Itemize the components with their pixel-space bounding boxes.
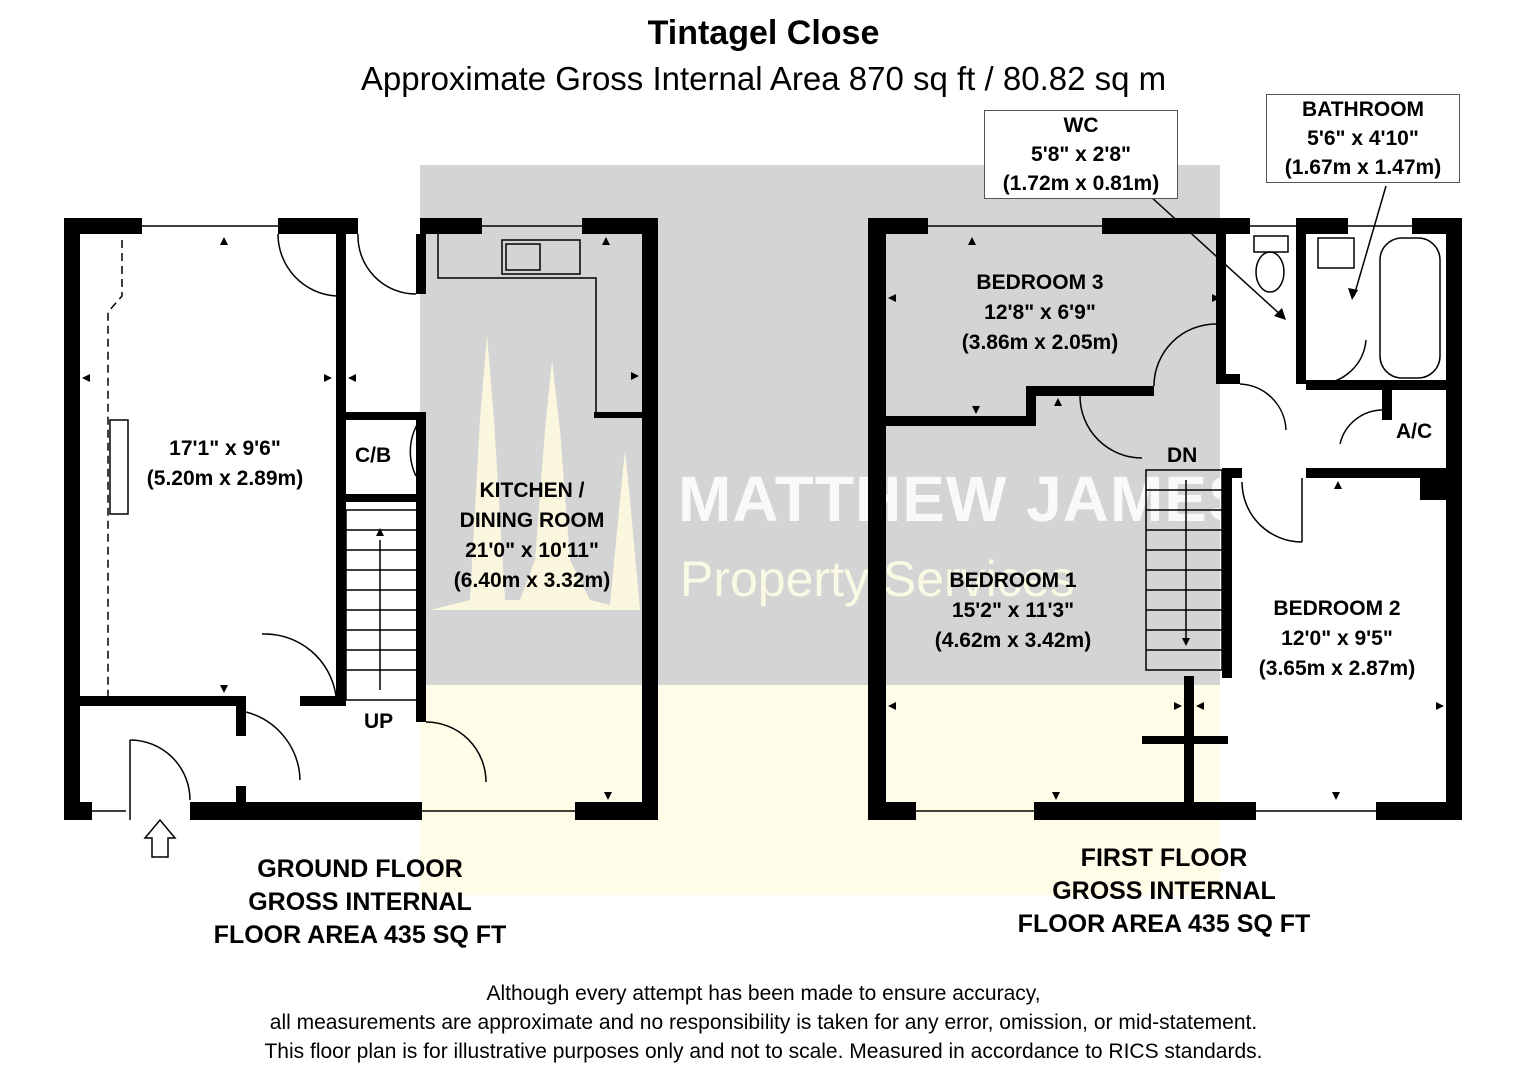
bedroom3-dim-metric: (3.86m x 2.05m)	[961, 331, 1119, 354]
kitchen-name-line1: KITCHEN /	[479, 479, 585, 502]
ground-floor-walls	[64, 218, 658, 820]
ground-floor-label-line1: GROUND FLOOR	[257, 855, 463, 883]
first-floor-label-line3: FLOOR AREA 435 SQ FT	[1017, 910, 1311, 938]
cupboard-label: C/B	[355, 444, 392, 467]
bedroom3-name: BEDROOM 3	[976, 271, 1104, 294]
page-subtitle: Approximate Gross Internal Area 870 sq f…	[360, 60, 1167, 97]
disclaimer-line2: all measurements are approximate and no …	[269, 1011, 1258, 1034]
disclaimer-line3: This floor plan is for illustrative purp…	[264, 1040, 1263, 1063]
wc-dim-metric: (1.72m x 0.81m)	[1002, 172, 1160, 195]
bedroom2-label: BEDROOM 2 12'0" x 9'5" (3.65m x 2.87m)	[1234, 594, 1440, 684]
bathroom-callout: BATHROOM 5'6" x 4'10" (1.67m x 1.47m)	[1266, 94, 1460, 183]
ground-floor-area-label: GROUND FLOOR GROSS INTERNAL FLOOR AREA 4…	[180, 853, 540, 952]
page-title: Tintagel Close	[647, 14, 880, 52]
disclaimer: Although every attempt has been made to …	[0, 979, 1527, 1066]
first-floor-area-label: FIRST FLOOR GROSS INTERNAL FLOOR AREA 43…	[984, 842, 1344, 941]
stairs-up-label: UP	[364, 710, 394, 733]
watermark-line1: MATTHEW JAMES	[678, 463, 1252, 535]
bedroom1-label: BEDROOM 1 15'2" x 11'3" (4.62m x 3.42m)	[910, 566, 1116, 656]
ground-floor-fixtures	[92, 225, 597, 858]
ground-floor-label-line2: GROSS INTERNAL	[248, 888, 472, 916]
airing-cupboard-label: A/C	[1396, 420, 1433, 443]
first-floor-label-line2: GROSS INTERNAL	[1052, 877, 1276, 905]
kitchen-dim-imperial: 21'0" x 10'11"	[465, 539, 599, 562]
bathroom-name: BATHROOM	[1301, 98, 1425, 121]
first-floor-fixtures	[916, 185, 1441, 812]
first-floor-markers	[888, 237, 1444, 800]
bathroom-dim-metric: (1.67m x 1.47m)	[1284, 156, 1442, 179]
kitchen-dim-metric: (6.40m x 3.32m)	[453, 569, 611, 592]
watermark-yellow-block	[420, 685, 1220, 895]
bedroom2-dim-metric: (3.65m x 2.87m)	[1258, 657, 1416, 680]
disclaimer-line1: Although every attempt has been made to …	[486, 982, 1041, 1005]
wc-name: WC	[1063, 114, 1099, 137]
ground-floor-label-line3: FLOOR AREA 435 SQ FT	[213, 921, 507, 949]
wc-dim-imperial: 5'8" x 2'8"	[1031, 143, 1131, 166]
bedroom2-name: BEDROOM 2	[1273, 597, 1401, 620]
bathroom-dim-imperial: 5'6" x 4'10"	[1307, 127, 1419, 150]
stairs-down-label: DN	[1167, 444, 1198, 467]
ground-floor-markers	[82, 237, 639, 800]
wc-callout: WC 5'8" x 2'8" (1.72m x 0.81m)	[984, 110, 1178, 199]
bedroom3-dim-imperial: 12'8" x 6'9"	[984, 301, 1096, 324]
lounge-dim-imperial: 17'1" x 9'6"	[169, 437, 281, 460]
bedroom1-dim-imperial: 15'2" x 11'3"	[951, 599, 1075, 622]
first-floor-walls	[868, 218, 1462, 820]
kitchen-label: KITCHEN / DINING ROOM 21'0" x 10'11" (6.…	[428, 476, 636, 596]
lounge-label: 17'1" x 9'6" (5.20m x 2.89m)	[120, 434, 330, 494]
bedroom1-dim-metric: (4.62m x 3.42m)	[934, 629, 1092, 652]
bedroom3-label: BEDROOM 3 12'8" x 6'9" (3.86m x 2.05m)	[940, 268, 1140, 358]
lounge-dim-metric: (5.20m x 2.89m)	[146, 467, 304, 490]
bedroom2-dim-imperial: 12'0" x 9'5"	[1281, 627, 1393, 650]
kitchen-name-line2: DINING ROOM	[459, 509, 605, 532]
bedroom1-name: BEDROOM 1	[949, 569, 1077, 592]
first-floor-label-line1: FIRST FLOOR	[1080, 844, 1248, 872]
